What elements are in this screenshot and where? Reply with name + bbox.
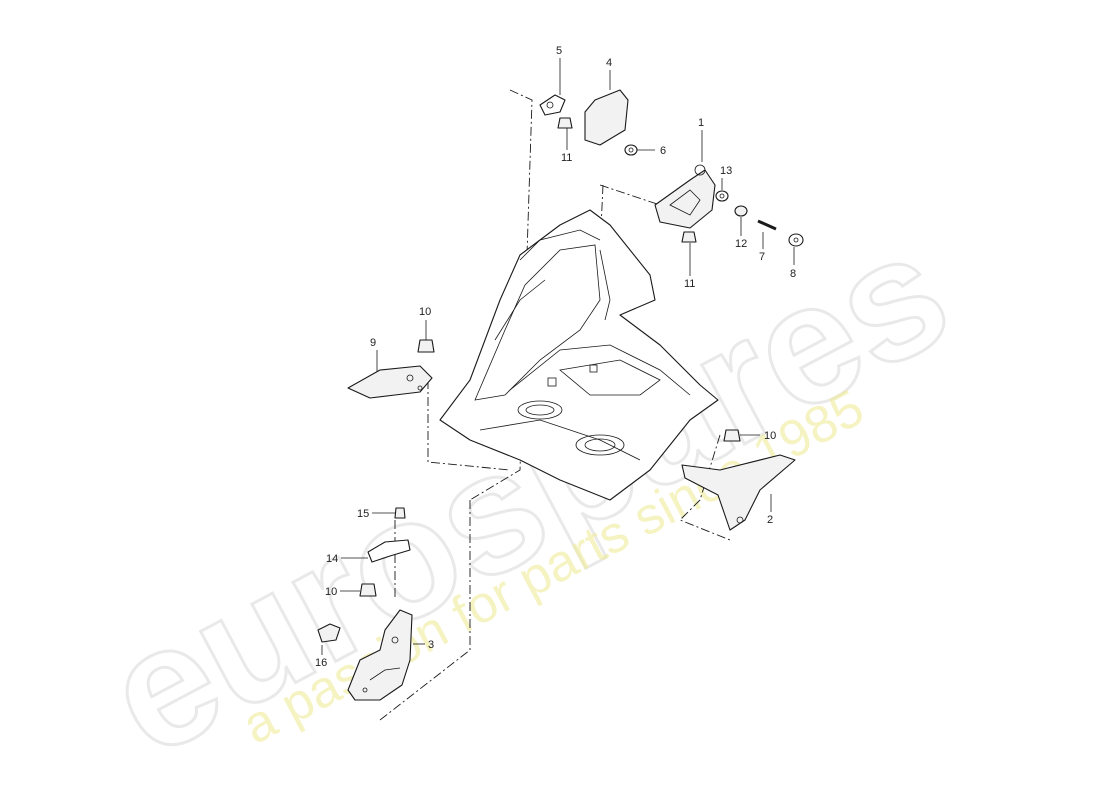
callout-15: 15 xyxy=(357,508,369,520)
part-16-pad xyxy=(317,623,341,643)
callout-12: 12 xyxy=(735,238,747,250)
callout-10-right: 10 xyxy=(764,430,776,442)
callout-7: 7 xyxy=(759,251,765,263)
part-4-cover xyxy=(584,89,629,146)
part-7-bolt xyxy=(757,219,777,231)
part-8-washer xyxy=(788,233,804,247)
callout-3: 3 xyxy=(428,639,434,651)
part-10-bolt-lower xyxy=(359,583,377,597)
callout-9: 9 xyxy=(370,337,376,349)
part-3-bracket xyxy=(347,609,413,701)
callout-10-top: 10 xyxy=(419,306,431,318)
part-9-bracket xyxy=(347,365,433,399)
part-13-washer xyxy=(715,190,729,202)
callout-11-right: 11 xyxy=(684,278,695,290)
part-14-clip xyxy=(367,539,411,563)
callout-6: 6 xyxy=(660,145,666,157)
part-11-bolt-top xyxy=(557,117,573,129)
part-2-bracket xyxy=(681,454,796,531)
callout-labels: 1 2 3 4 5 6 7 8 9 10 10 10 11 11 12 13 1… xyxy=(315,45,796,669)
callout-4: 4 xyxy=(606,57,612,69)
callout-13: 13 xyxy=(720,165,732,177)
callout-2: 2 xyxy=(767,514,773,526)
part-1-mount xyxy=(654,164,716,229)
part-11-bolt-right xyxy=(681,231,697,243)
callout-16: 16 xyxy=(315,657,327,669)
callout-1: 1 xyxy=(698,117,704,129)
part-15-bolt xyxy=(394,507,406,519)
callout-5: 5 xyxy=(556,45,562,57)
rear-floor-assembly xyxy=(439,209,719,501)
part-10-bolt-right xyxy=(723,429,741,442)
callout-11-top: 11 xyxy=(561,152,572,164)
part-12-nut xyxy=(734,205,748,217)
leader-lines xyxy=(321,58,795,655)
callout-14: 14 xyxy=(326,553,338,565)
part-10-bolt-left xyxy=(417,339,435,353)
callout-10-lower: 10 xyxy=(325,586,337,598)
part-6-washer xyxy=(624,144,638,156)
part-5-plate xyxy=(539,94,566,116)
callout-8: 8 xyxy=(790,268,796,280)
